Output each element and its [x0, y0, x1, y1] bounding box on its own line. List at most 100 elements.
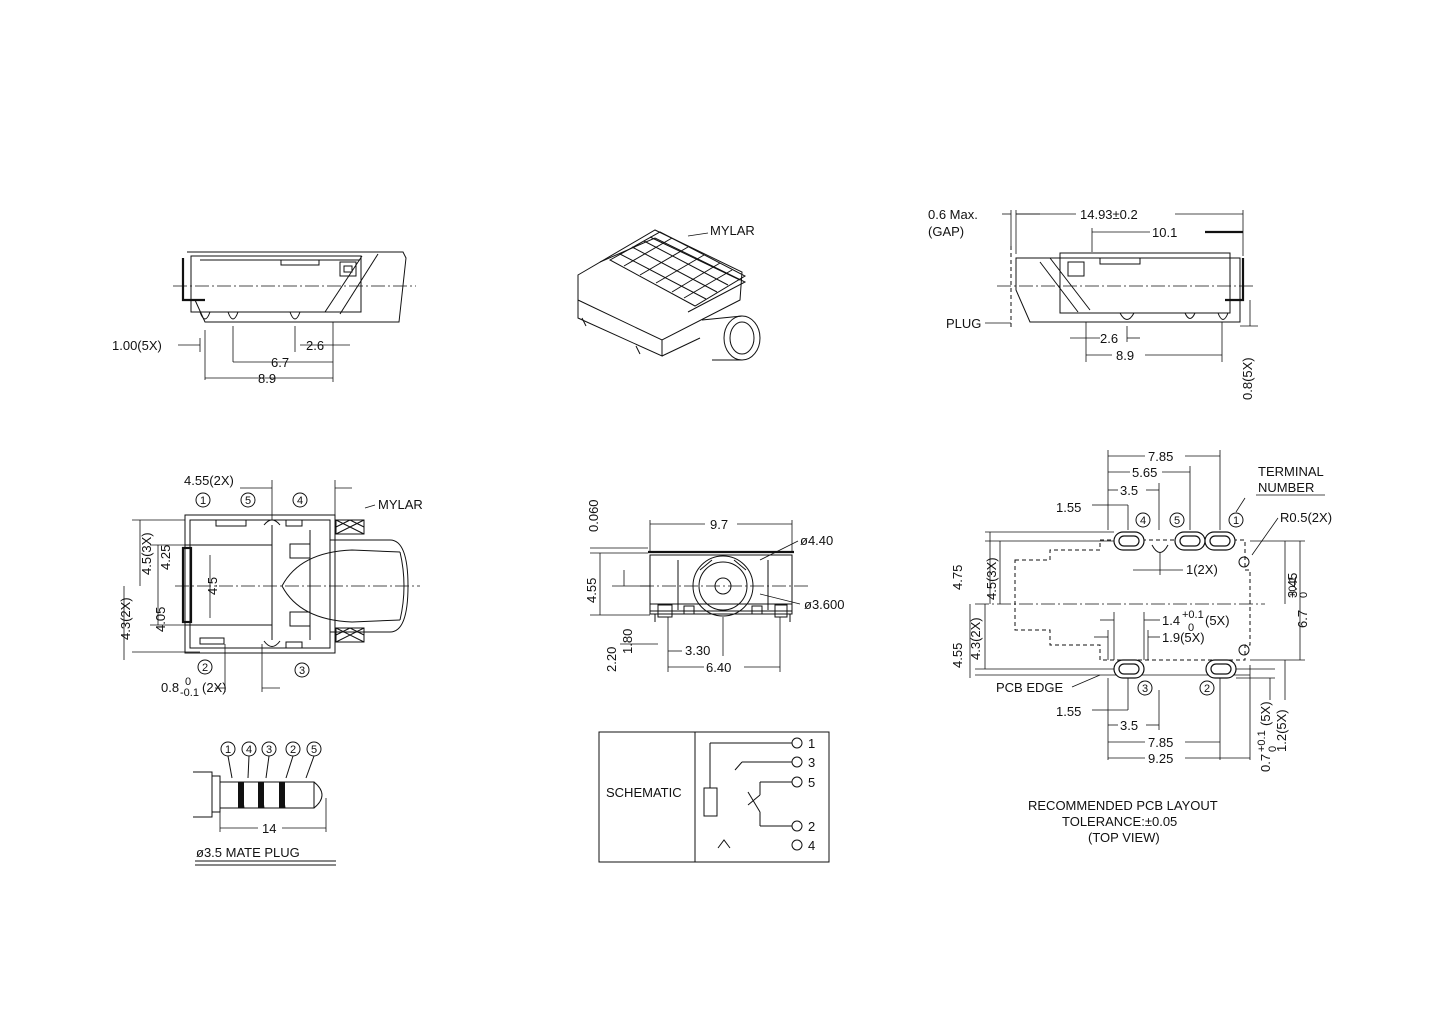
pcb-dim-top-4: 1.55 [1056, 500, 1081, 515]
isometric-view: MYLAR [577, 223, 761, 361]
pcb-dim-07-tol-lower: 0 [1267, 746, 1279, 752]
pcb-dim-14-tol-upper: +0.1 [1182, 609, 1204, 621]
top-dim-bottom-tol-upper: 0 [185, 676, 191, 688]
side-view-right: 0.6 Max. (GAP) 14.93±0.2 10.1 PLUG 2.6 8… [928, 207, 1258, 400]
side-left-dim-4: 8.9 [258, 371, 276, 386]
pcb-dim-top-3: 3.5 [1120, 483, 1138, 498]
top-dim-455: 4.55(2X) [184, 473, 234, 488]
iso-mylar-label: MYLAR [710, 223, 755, 238]
top-dim-left-3: 4.5 [205, 577, 220, 595]
pcb-terminal-1: 1 [1233, 515, 1239, 527]
top-dim-bottom-tol-lower: -0.1 [180, 687, 199, 699]
side-left-dim-3: 6.7 [271, 355, 289, 370]
schematic: SCHEMATIC 1 3 5 2 4 [598, 731, 830, 863]
pcb-dim-bottom-2: 3.5 [1120, 718, 1138, 733]
front-dim-220: 2.20 [604, 647, 619, 672]
top-dim-left-1: 4.5(3X) [139, 532, 154, 575]
pcb-terminal-3: 3 [1142, 683, 1148, 695]
side-right-dim-3: 2.6 [1100, 331, 1118, 346]
pcb-dim-right-1: 3.45 [1285, 573, 1300, 598]
front-dim-dia-inner: ø3.600 [804, 597, 844, 612]
top-mylar-label: MYLAR [378, 497, 423, 512]
pcb-dim-07-suffix: (5X) [1258, 701, 1273, 726]
pcb-dim-1-2x: 1(2X) [1186, 562, 1218, 577]
front-dim-width: 9.7 [710, 517, 728, 532]
plug-contact-3: 3 [266, 744, 272, 756]
plug-dim-length: 14 [262, 821, 276, 836]
plug-contact-1: 1 [225, 744, 231, 756]
pcb-dim-top-2: 5.65 [1132, 465, 1157, 480]
pcb-dim-bottom-1: 1.55 [1056, 704, 1081, 719]
side-view-left: 1.00(5X) 2.6 6.7 8.9 [112, 251, 416, 386]
top-dim-left-2: 4.25 [158, 545, 173, 570]
plug-contact-5: 5 [311, 744, 317, 756]
top-dim-left-5: 4.05 [153, 607, 168, 632]
top-terminal-5: 5 [245, 495, 251, 507]
front-dim-640: 6.40 [706, 660, 731, 675]
top-dim-left-4: 4.3(2X) [118, 597, 133, 640]
front-dim-180: 1.80 [620, 629, 635, 654]
pcb-dim-left-1: 4.75 [950, 565, 965, 590]
schematic-pin-1: 1 [808, 736, 815, 751]
pcb-radius-label: R0.5(2X) [1280, 510, 1332, 525]
top-view: MYLAR 4.55(2X) 1 5 4 2 3 4.5(3X) 4.25 4.… [118, 473, 423, 699]
top-terminal-4: 4 [297, 495, 303, 507]
pcb-terminal-label-2: NUMBER [1258, 480, 1314, 495]
pcb-dim-left-2: 4.5(3X) [984, 557, 999, 600]
pcb-dim-left-4: 4.3(2X) [968, 617, 983, 660]
side-left-dim-1: 1.00(5X) [112, 338, 162, 353]
pcb-dim-67-tol-lower: 0 [1298, 592, 1310, 598]
pcb-caption-2: TOLERANCE:±0.05 [1062, 814, 1177, 829]
pcb-caption-1: RECOMMENDED PCB LAYOUT [1028, 798, 1218, 813]
gap-label-1: 0.6 Max. [928, 207, 978, 222]
top-terminal-2: 2 [202, 662, 208, 674]
pcb-dim-14-suffix: (5X) [1205, 613, 1230, 628]
front-dim-top-thk: 0.060 [586, 499, 601, 532]
pcb-dim-left-3: 4.55 [950, 643, 965, 668]
pcb-terminal-2: 2 [1204, 683, 1210, 695]
side-right-dim-4: 8.9 [1116, 348, 1134, 363]
side-left-dim-2: 2.6 [306, 338, 324, 353]
pcb-dim-67-tol-upper: +0.1 [1287, 576, 1299, 598]
front-dim-330: 3.30 [685, 643, 710, 658]
pcb-terminal-label-1: TERMINAL [1258, 464, 1324, 479]
top-terminal-3: 3 [299, 665, 305, 677]
side-right-dim-1: 14.93±0.2 [1080, 207, 1138, 222]
pcb-dim-07-tol-upper: +0.1 [1256, 730, 1268, 752]
plug-contact-2: 2 [290, 744, 296, 756]
schematic-pin-3: 3 [808, 755, 815, 770]
front-dim-dia-outer: ø4.40 [800, 533, 833, 548]
pcb-dim-bottom-4: 9.25 [1148, 751, 1173, 766]
mylar-hatch [608, 231, 747, 307]
front-dim-height: 4.55 [584, 578, 599, 603]
pcb-terminal-4: 4 [1140, 515, 1146, 527]
plug-contact-4: 4 [246, 744, 252, 756]
top-dim-bottom: 0.8 [161, 680, 179, 695]
front-view: 9.7 ø4.40 ø3.600 0.060 4.55 2.20 1.80 3.… [584, 499, 844, 675]
side-right-dim-5: 0.8(5X) [1240, 357, 1255, 400]
plug-caption: ø3.5 MATE PLUG [196, 845, 300, 860]
plug-label: PLUG [946, 316, 981, 331]
top-terminal-1: 1 [200, 495, 206, 507]
schematic-pin-5: 5 [808, 775, 815, 790]
pcb-caption-3: (TOP VIEW) [1088, 830, 1160, 845]
pcb-dim-top-1: 7.85 [1148, 449, 1173, 464]
mate-plug: 1 4 3 2 5 14 ø3.5 MATE PLUG [193, 741, 336, 866]
schematic-label: SCHEMATIC [606, 785, 682, 800]
top-dim-bottom-suffix: (2X) [202, 680, 227, 695]
pcb-dim-14: 1.4 [1162, 613, 1180, 628]
schematic-pin-4: 4 [808, 838, 815, 853]
pcb-layout: TERMINAL NUMBER 1 5 4 3 2 R0.5(2X) 7.85 … [950, 449, 1332, 845]
pcb-dim-19: 1.9(5X) [1162, 630, 1205, 645]
gap-label-2: (GAP) [928, 224, 964, 239]
pcb-dim-right-2: 6.7 [1295, 610, 1310, 628]
pcb-dim-14-tol-lower: 0 [1188, 622, 1194, 634]
pcb-dim-07: 0.7 [1258, 754, 1273, 772]
pcb-terminal-5: 5 [1174, 515, 1180, 527]
side-right-dim-2: 10.1 [1152, 225, 1177, 240]
schematic-pin-2: 2 [808, 819, 815, 834]
pcb-edge-label: PCB EDGE [996, 680, 1064, 695]
pcb-dim-bottom-3: 7.85 [1148, 735, 1173, 750]
pcb-dim-12: 1.2(5X) [1274, 709, 1289, 752]
